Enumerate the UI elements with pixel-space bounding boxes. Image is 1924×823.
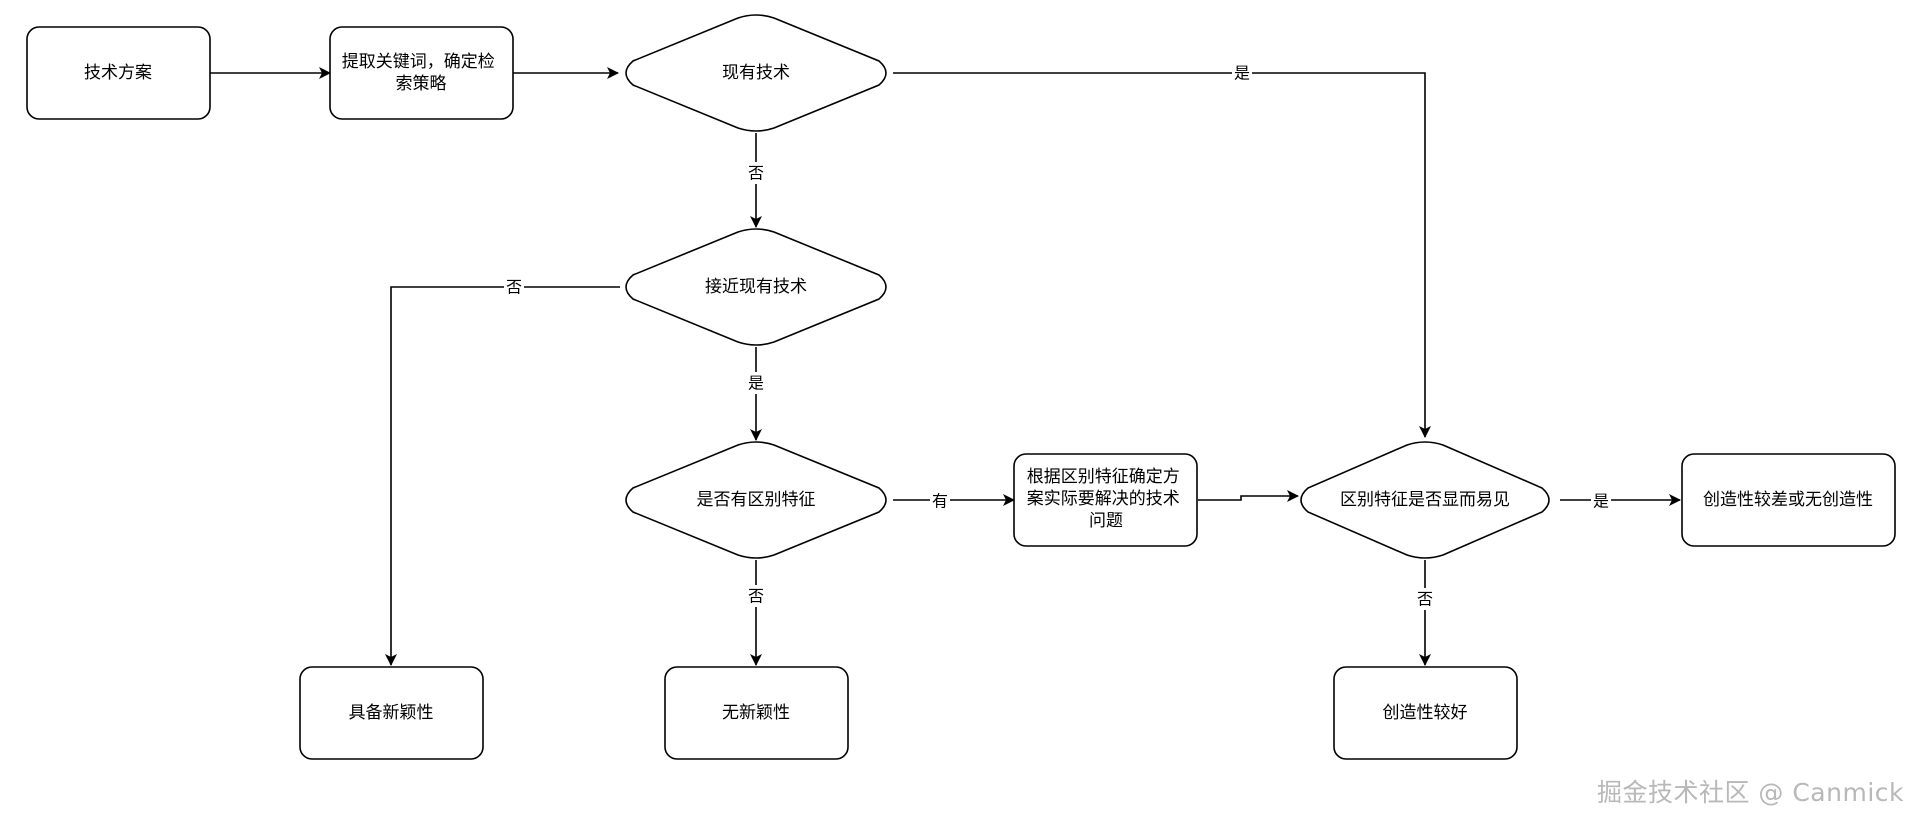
- label-obvious-no: 否: [1417, 590, 1433, 609]
- text-extract-keywords-line1: 提取关键词，确定检: [342, 52, 495, 72]
- text-obvious-features: 区别特征是否显而易见: [1340, 490, 1510, 510]
- node-tech-solution: [26, 26, 211, 120]
- label-distinct-has: 有: [932, 492, 948, 511]
- text-has-novelty: 具备新颖性: [349, 703, 434, 723]
- edge-close-no: [385, 286, 620, 666]
- node-poor-inventiveness: [1681, 453, 1896, 547]
- label-obvious-yes: 是: [1593, 492, 1609, 511]
- text-determine-problem: 根据区别特征确定方 案实际要解决的技术 问题: [1027, 467, 1185, 531]
- text-no-novelty: 无新颖性: [722, 703, 790, 723]
- label-prior-art-yes: 是: [1234, 64, 1250, 83]
- node-close-prior-art: [625, 228, 887, 346]
- text-distinct-features: 是否有区别特征: [697, 490, 816, 510]
- text-determine-problem-line1: 根据区别特征确定方: [1027, 467, 1180, 487]
- text-poor-inventiveness: 创造性较差或无创造性: [1703, 490, 1873, 510]
- node-obvious-features: [1300, 441, 1550, 559]
- node-extract-keywords: [329, 26, 514, 120]
- label-distinct-no: 否: [748, 587, 764, 606]
- node-distinct-features: [625, 441, 887, 559]
- edge-problem-to-obvious: [1198, 490, 1299, 502]
- text-tech-solution: 技术方案: [84, 63, 152, 83]
- node-good-inventiveness: [1333, 666, 1518, 760]
- label-prior-art-no: 否: [748, 164, 764, 183]
- watermark: 掘金技术社区 @ Canmick: [1596, 778, 1904, 807]
- node-prior-art: [625, 14, 887, 132]
- text-determine-problem-line3: 问题: [1089, 511, 1123, 531]
- node-has-novelty: [299, 666, 484, 760]
- node-no-novelty: [664, 666, 849, 760]
- text-extract-keywords: 提取关键词，确定检 索策略: [342, 52, 500, 94]
- text-close-prior-art: 接近现有技术: [705, 277, 807, 297]
- label-close-yes: 是: [748, 374, 764, 393]
- edge-prior-art-yes: [893, 72, 1431, 438]
- label-close-no: 否: [506, 278, 522, 297]
- text-good-inventiveness: 创造性较好: [1383, 703, 1468, 723]
- text-prior-art: 现有技术: [722, 63, 790, 83]
- node-determine-problem: [1013, 453, 1198, 547]
- text-determine-problem-line2: 案实际要解决的技术: [1027, 489, 1180, 509]
- text-extract-keywords-line2: 索策略: [396, 74, 447, 94]
